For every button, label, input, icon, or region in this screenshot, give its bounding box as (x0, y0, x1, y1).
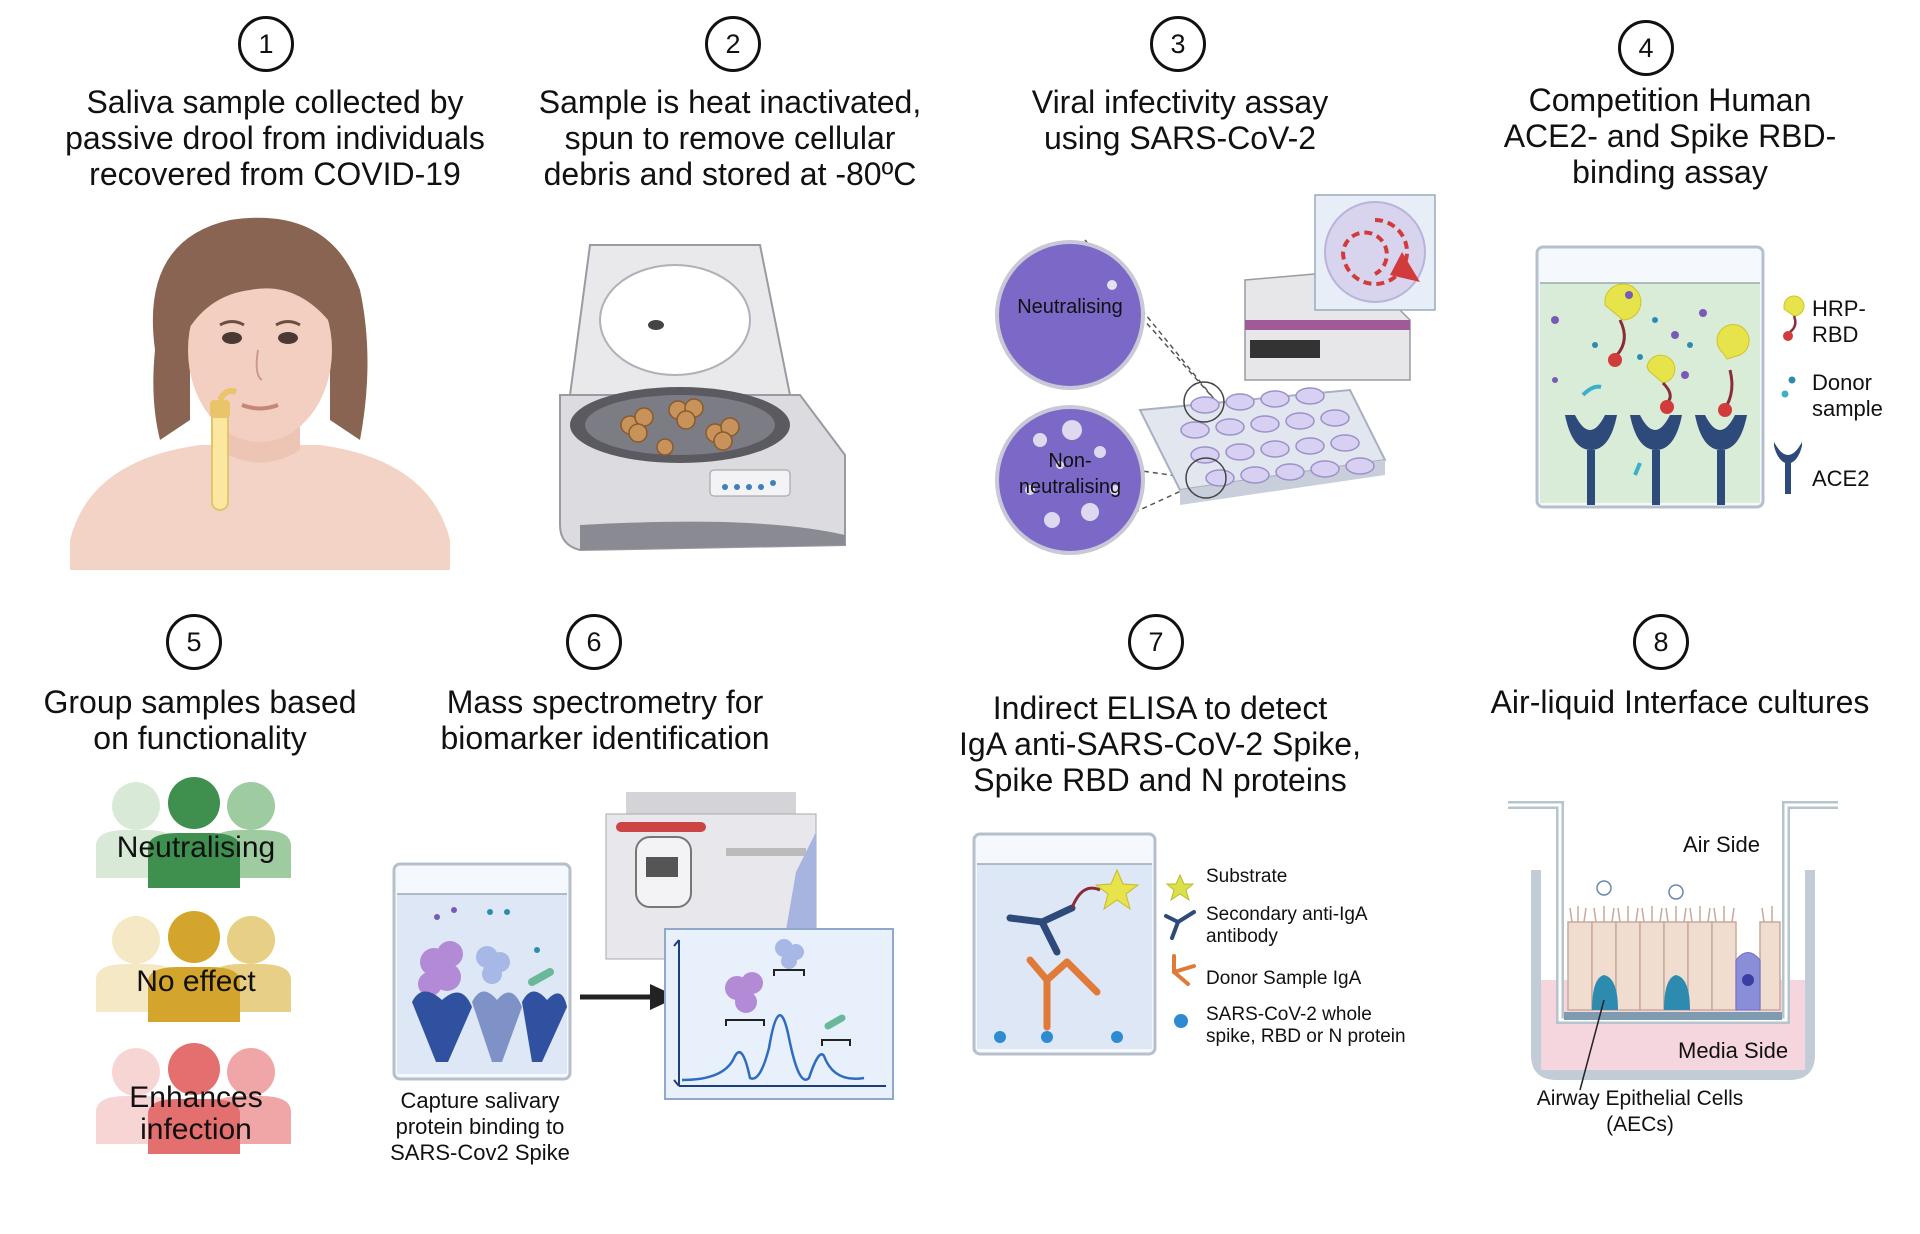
capture-salivary-protein-label: Capture salivary protein binding to SARS… (390, 1088, 570, 1165)
step-7-number: 7 (1128, 614, 1184, 670)
infectivity-assay-illustration (995, 194, 1436, 555)
donor-iga-icon (1172, 954, 1196, 986)
donor-sample-legend-icon (1781, 376, 1796, 398)
capture-tube-illustration (392, 862, 572, 1081)
non-neutralising-label: Non- neutralising (1018, 450, 1122, 498)
step-7-title: Indirect ELISA to detect IgA anti-SARS-C… (959, 690, 1361, 798)
step-1-number: 1 (238, 16, 294, 72)
neutralising-group-label: Neutralising (116, 831, 276, 864)
hrp-rbd-label: HRP- RBD (1812, 296, 1866, 347)
step-8-number: 8 (1633, 614, 1689, 670)
neutralising-group-people-icon (96, 777, 291, 888)
no-effect-group-people-icon (96, 911, 291, 1022)
ace2-legend-icon (1774, 442, 1802, 494)
donor-sample-iga-label: Donor Sample IgA (1206, 968, 1362, 989)
step-3-number: 3 (1150, 16, 1206, 72)
ace2-binding-assay-illustration (1535, 245, 1765, 509)
donor-sample-label: Donor sample (1812, 370, 1883, 421)
hrp-rbd-legend-icon (1783, 295, 1805, 341)
step-5-number: 5 (166, 614, 222, 670)
step-2-title: Sample is heat inactivated, spun to remo… (538, 84, 922, 192)
star-icon (1165, 873, 1195, 902)
step-6-number: 6 (566, 614, 622, 670)
step-6-title: Mass spectrometry for biomarker identifi… (440, 684, 770, 756)
enhances-infection-group-label: Enhances infection (129, 1081, 263, 1146)
step-4-title: Competition Human ACE2- and Spike RBD- b… (1503, 82, 1837, 190)
air-side-label: Air Side (1683, 832, 1761, 857)
sars-cov-2-protein-label: SARS-CoV-2 whole spike, RBD or N protein (1206, 1004, 1406, 1047)
secondary-antibody-label: Secondary anti-IgA antibody (1206, 904, 1368, 947)
secondary-antibody-icon (1164, 910, 1196, 940)
media-side-label: Media Side (1678, 1038, 1789, 1063)
enhances-infection-group-people-icon (96, 1043, 291, 1154)
step-5-title: Group samples based on functionality (43, 684, 357, 756)
elisa-well-illustration (972, 832, 1157, 1056)
step-1-title: Saliva sample collected by passive drool… (65, 84, 485, 192)
airway-epithelial-cells-label: Airway Epithelial Cells (AECs) (1536, 1087, 1744, 1136)
step-3-title: Viral infectivity assay using SARS-CoV-2 (1031, 84, 1329, 156)
person-illustration (70, 217, 450, 570)
neutralising-label: Neutralising (1017, 296, 1123, 318)
air-liquid-interface-illustration (1508, 801, 1838, 1091)
mass-spectrum-chart (664, 928, 894, 1100)
step-4-number: 4 (1618, 20, 1674, 76)
antigen-dot-icon (1174, 1014, 1188, 1028)
substrate-label: Substrate (1206, 866, 1288, 887)
centrifuge-illustration (559, 244, 846, 552)
no-effect-group-label: No effect (136, 965, 256, 998)
step-8-title: Air-liquid Interface cultures (1490, 684, 1870, 720)
step-2-number: 2 (705, 16, 761, 72)
ace2-label: ACE2 (1812, 466, 1870, 491)
